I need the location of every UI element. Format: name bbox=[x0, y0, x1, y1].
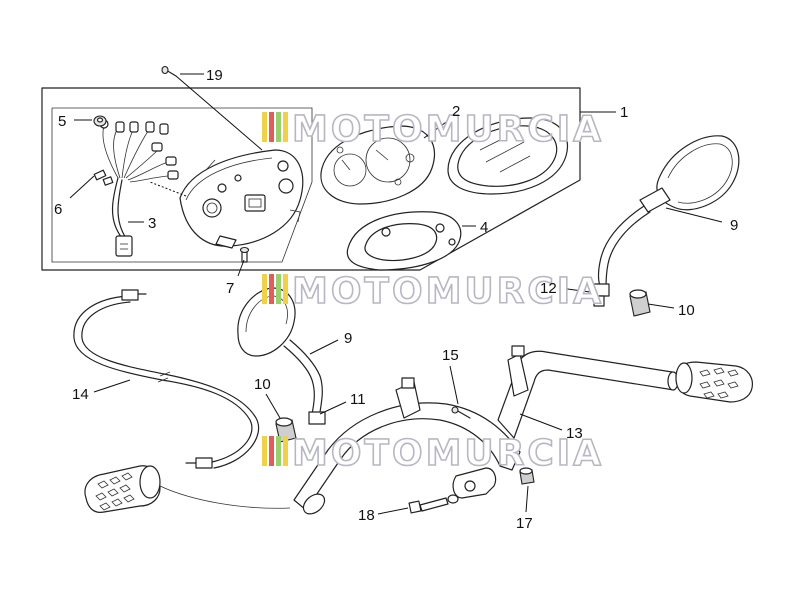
connector-pins bbox=[99, 119, 179, 180]
watermark-text: MOTOMURCIA bbox=[292, 271, 604, 312]
screw-19 bbox=[161, 65, 263, 151]
spacer-17 bbox=[519, 467, 535, 485]
part-label-15: 15 bbox=[442, 347, 459, 364]
screw-7 bbox=[239, 246, 250, 263]
part-label-12: 12 bbox=[540, 280, 557, 297]
part-label-11: 11 bbox=[350, 391, 366, 408]
part-label-14: 14 bbox=[72, 386, 89, 403]
watermark-text: MOTOMURCIA bbox=[292, 433, 604, 474]
part-label-1: 1 bbox=[620, 104, 628, 121]
leader-lines bbox=[69, 73, 723, 515]
part-label-18: 18 bbox=[358, 507, 375, 524]
part-label-10-lower: 10 bbox=[254, 376, 271, 393]
watermark-bottom: MOTOMURCIA bbox=[262, 432, 604, 475]
part-label-7: 7 bbox=[226, 280, 234, 297]
bezel bbox=[346, 211, 462, 271]
part-label-9-lower: 9 bbox=[344, 330, 352, 347]
grommet bbox=[93, 115, 107, 127]
watermark-middle: MOTOMURCIA bbox=[262, 270, 604, 313]
mirror-left bbox=[237, 287, 326, 425]
screw-6 bbox=[93, 169, 107, 181]
cable bbox=[73, 289, 260, 469]
part-label-5: 5 bbox=[58, 113, 66, 130]
grip-left bbox=[84, 465, 291, 513]
part-labels: 19 1 2 5 6 3 7 4 9 12 10 9 15 10 11 14 1… bbox=[54, 67, 738, 532]
instrument-housing bbox=[149, 149, 304, 249]
lens-cover bbox=[447, 117, 568, 195]
part-label-19: 19 bbox=[206, 67, 223, 84]
part-label-10-top: 10 bbox=[678, 302, 695, 319]
grip-right bbox=[675, 361, 753, 403]
part-label-17: 17 bbox=[516, 515, 533, 532]
instrument-assembly-frame bbox=[41, 87, 581, 271]
part-label-6: 6 bbox=[54, 201, 62, 218]
mirror-right bbox=[590, 135, 740, 307]
dial-face bbox=[320, 125, 436, 205]
part-label-4: 4 bbox=[480, 219, 488, 236]
wiring-harness bbox=[99, 119, 179, 257]
bolt-18 bbox=[408, 494, 459, 514]
handlebar bbox=[293, 345, 679, 515]
part-label-9-top: 9 bbox=[730, 217, 738, 234]
watermark-text: MOTOMURCIA bbox=[292, 109, 604, 150]
part-label-2: 2 bbox=[452, 103, 460, 120]
watermark-top: MOTOMURCIA bbox=[262, 108, 604, 151]
bar-end-nut-right bbox=[629, 289, 651, 317]
part-label-13: 13 bbox=[566, 425, 583, 442]
screw-15 bbox=[451, 406, 471, 419]
part-label-3: 3 bbox=[148, 215, 156, 232]
